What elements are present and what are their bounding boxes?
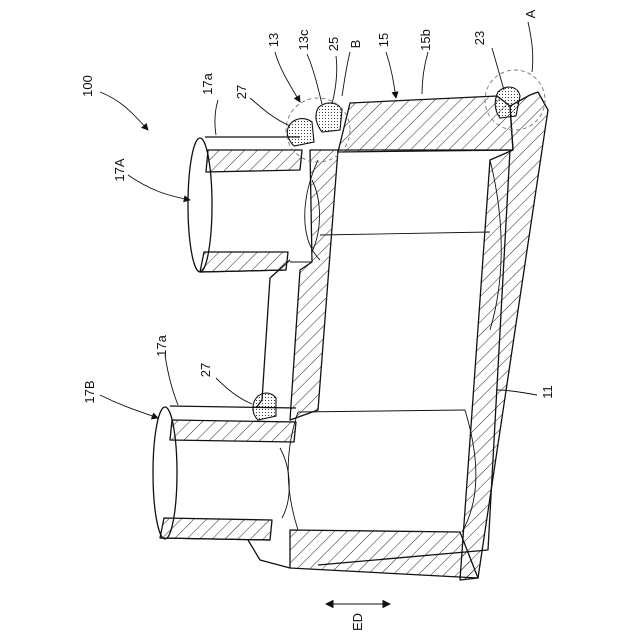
seal-27-top <box>287 119 314 146</box>
label-27-top: 27 <box>234 85 249 99</box>
pipe-17A <box>188 137 320 272</box>
label-17a-lower: 17a <box>154 334 169 356</box>
label-17B: 17B <box>82 380 97 403</box>
label-23: 23 <box>472 31 487 45</box>
label-15b: 15b <box>418 29 433 51</box>
label-27-lower: 27 <box>198 363 213 377</box>
top-wall-15b <box>338 96 513 152</box>
label-17a-top: 17a <box>200 72 215 94</box>
seal-25 <box>316 103 342 132</box>
label-17A: 17A <box>112 158 127 181</box>
label-13c: 13c <box>296 29 311 50</box>
label-A: A <box>523 9 538 18</box>
end-wall-11 <box>460 92 548 580</box>
label-25: 25 <box>326 37 341 51</box>
label-15: 15 <box>376 33 391 47</box>
seal-23 <box>495 87 520 118</box>
label-13: 13 <box>266 33 281 47</box>
inlet-wall-13 <box>256 150 338 420</box>
seal-27-lower <box>253 393 276 420</box>
bottom-wall <box>290 530 478 578</box>
label-100: 100 <box>80 75 95 97</box>
label-11: 11 <box>540 385 555 399</box>
pipe-17B <box>153 406 296 568</box>
label-ED: ED <box>350 613 365 631</box>
label-B: B <box>348 40 363 49</box>
